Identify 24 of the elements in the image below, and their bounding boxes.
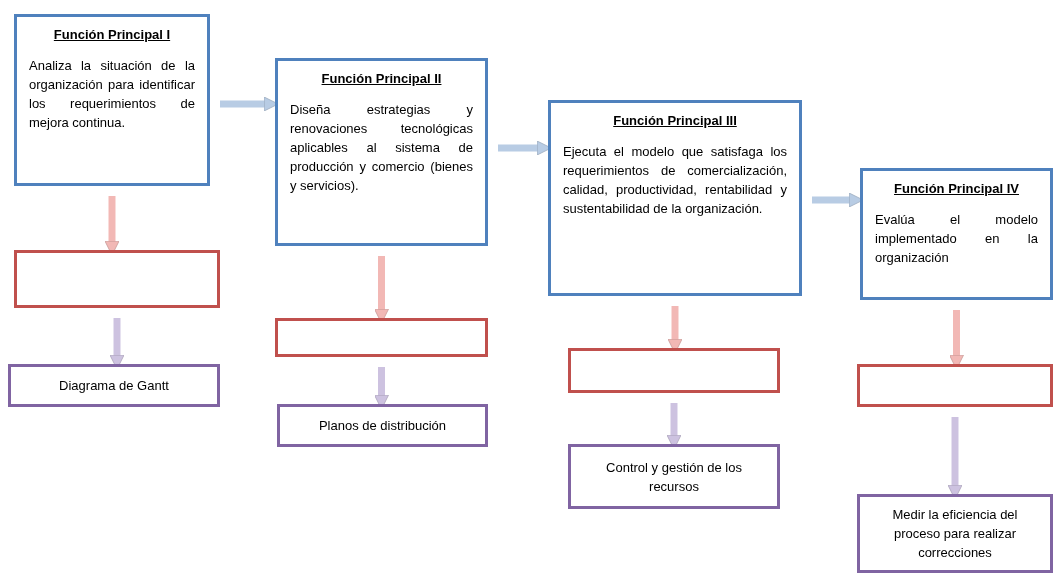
heading: Función Principal II	[320, 70, 443, 88]
tool-box	[8, 364, 220, 407]
function-box	[860, 168, 1053, 300]
tool-box	[277, 404, 488, 447]
tool-box	[568, 444, 780, 509]
function-box	[548, 100, 802, 296]
label-text: Planos de distribución	[318, 417, 447, 435]
description-text: Diseña estrategias y renovaciones tecnológicas aplicables al sistema de producción y comercio (bienes y servicios).	[290, 101, 473, 195]
description-text: Ejecuta el modelo que satisfaga los requerimientos de comercialización, calidad, productividad, rentabilidad y sustentabilidad de la organización.	[563, 143, 787, 218]
function-box	[275, 58, 488, 246]
tool-box	[857, 494, 1053, 573]
label-text: Control y gestión de los recursos	[605, 458, 743, 496]
label-text: Medir la eficiencia del proceso para realizar correcciones	[891, 506, 1019, 562]
description-text: Evalúa el modelo implementado en la organización	[875, 211, 1038, 267]
empty-box	[275, 318, 488, 357]
heading: Función Principal III	[612, 112, 738, 130]
heading: Función Principal I	[52, 26, 172, 44]
empty-box	[14, 250, 220, 308]
empty-box	[568, 348, 780, 393]
label-text: Diagrama de Gantt	[59, 377, 169, 395]
function-box	[14, 14, 210, 186]
empty-box	[857, 364, 1053, 407]
description-text: Analiza la situación de la organización para identificar los requerimientos de mejora continua.	[29, 57, 195, 132]
heading: Función Principal IV	[893, 180, 1020, 198]
